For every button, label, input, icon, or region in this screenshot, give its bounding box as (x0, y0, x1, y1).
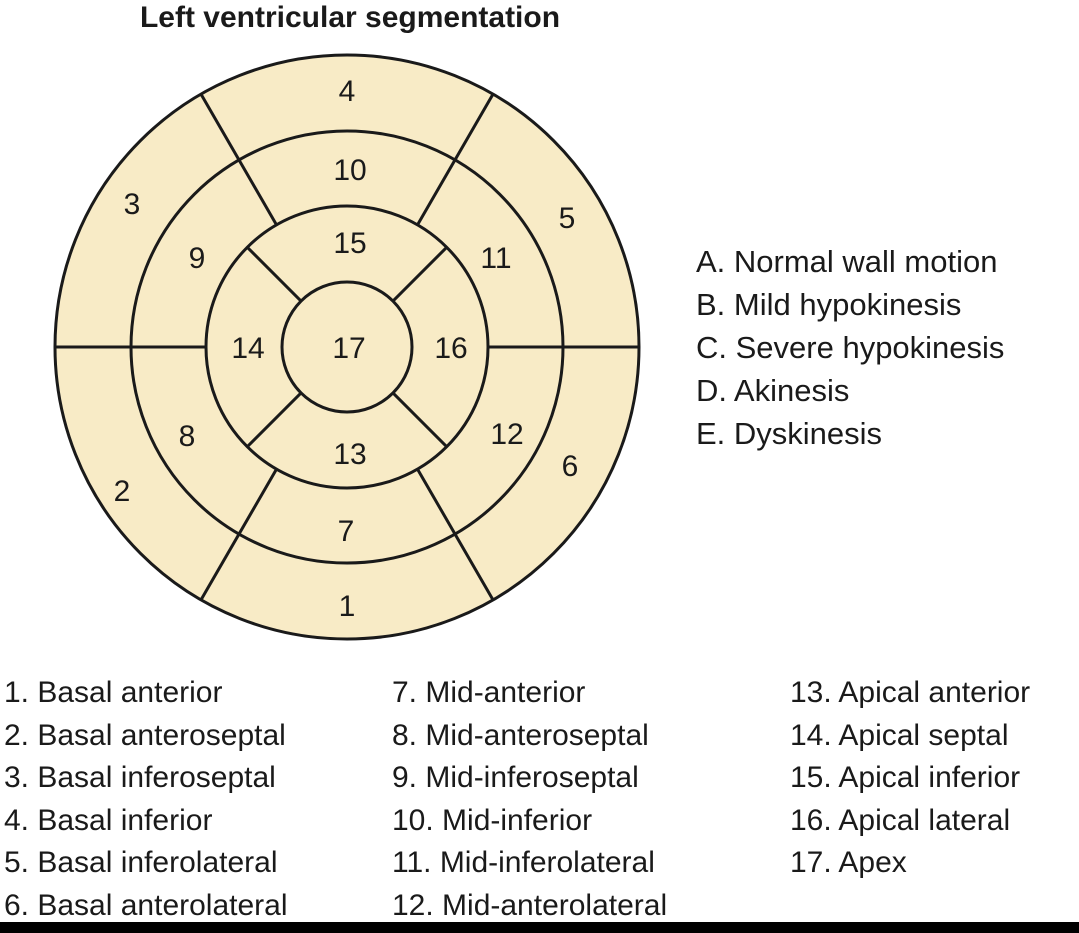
segment-14-label: 14 (231, 332, 264, 365)
legend-item: 2. Basal anteroseptal (4, 718, 286, 752)
diagram-title: Left ventricular segmentation (139, 1, 561, 34)
legend-item: 7. Mid-anterior (392, 676, 586, 709)
grade-e: E. Dyskinesis (696, 416, 883, 451)
segment-17-label: 17 (332, 332, 365, 365)
apical-divider (391, 246, 448, 303)
legend-item: 10. Mid-inferior (392, 803, 593, 837)
segment-10-label: 10 (333, 154, 366, 187)
legend-item: 8. Mid-anteroseptal (392, 718, 649, 752)
legend-item: 5. Basal inferolateral (4, 846, 278, 879)
legend-item: 4. Basal inferior (4, 803, 213, 837)
segment-9-label: 9 (189, 242, 206, 275)
segment-dividers (55, 93, 639, 601)
basal-mid-divider (416, 468, 495, 601)
legend-item: 1. Basal anterior (4, 676, 223, 709)
grade-c: C. Severe hypokinesis (696, 330, 1005, 365)
segment-16-label: 16 (434, 332, 467, 365)
apical-divider (391, 391, 448, 448)
segment-2-label: 2 (114, 475, 131, 508)
bottom-border (0, 922, 1079, 933)
apical-divider (246, 246, 303, 303)
apical-divider (246, 391, 303, 448)
legend-item: 9. Mid-inferoseptal (392, 761, 639, 794)
segment-8-label: 8 (179, 420, 196, 453)
legend-item: 11. Mid-inferolateral (392, 846, 655, 879)
segment-7-label: 7 (338, 515, 355, 548)
grade-b: B. Mild hypokinesis (696, 287, 962, 322)
legend-item: 3. Basal inferoseptal (4, 761, 276, 794)
legend-item: 17. Apex (790, 846, 907, 879)
segment-legend-mid: 7. Mid-anterior 8. Mid-anteroseptal 9. M… (392, 672, 667, 927)
segment-13-label: 13 (333, 438, 366, 471)
legend-item: 13. Apical anterior (790, 676, 1031, 709)
segment-6-label: 6 (562, 450, 579, 483)
segment-legend-basal: 1. Basal anterior 2. Basal anteroseptal … (4, 672, 288, 927)
segment-11-label: 11 (480, 242, 511, 275)
wall-motion-grades: A. Normal wall motion B. Mild hypokinesi… (696, 240, 1004, 455)
grade-a: A. Normal wall motion (696, 244, 998, 279)
segment-1-label: 1 (339, 590, 356, 623)
grade-d: D. Akinesis (696, 373, 850, 408)
segment-5-label: 5 (559, 202, 576, 235)
bullseye-diagram: 1 2 3 4 5 6 7 8 9 10 11 12 13 14 15 16 1… (53, 53, 641, 641)
legend-item: 15. Apical inferior (790, 761, 1021, 794)
legend-item: 14. Apical septal (790, 718, 1009, 752)
apex-ring (280, 280, 414, 414)
segment-4-label: 4 (339, 75, 356, 108)
segment-labels: 1 2 3 4 5 6 7 8 9 10 11 12 13 14 15 16 1… (114, 75, 579, 623)
basal-mid-divider (199, 468, 278, 601)
legend-item: 16. Apical lateral (790, 803, 1011, 837)
segment-12-label: 12 (490, 418, 523, 451)
segment-legend-apical: 13. Apical anterior 14. Apical septal 15… (790, 672, 1030, 885)
segment-3-label: 3 (124, 188, 141, 221)
segment-15-label: 15 (333, 227, 366, 260)
legend-item: 12. Mid-anterolateral (392, 888, 668, 922)
legend-item: 6. Basal anterolateral (4, 888, 288, 922)
basal-mid-divider (416, 93, 495, 226)
basal-mid-divider (199, 93, 278, 226)
